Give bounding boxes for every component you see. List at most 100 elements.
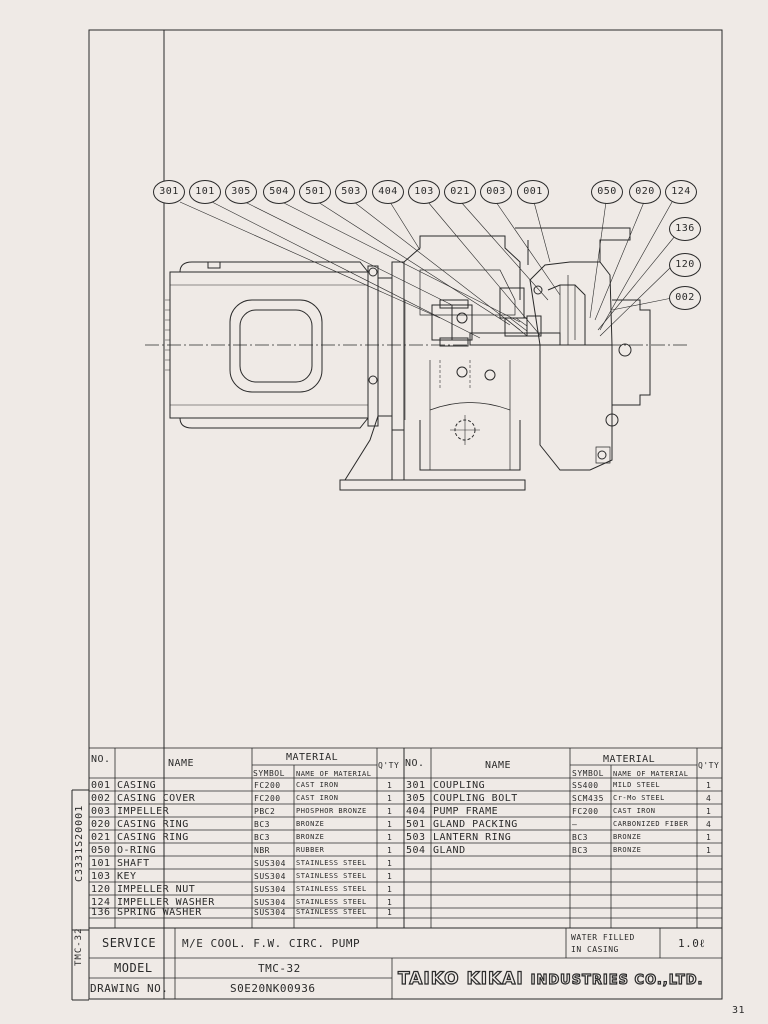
part-qty: 1 (387, 833, 393, 842)
casing (529, 261, 613, 346)
balloon-503: 503 (335, 180, 367, 204)
part-material: STAINLESS STEEL (296, 859, 367, 867)
header-material-right: MATERIAL (603, 754, 656, 765)
part-name: CASING RING (117, 832, 189, 843)
side-drawing-code: C3331S20001 (74, 804, 85, 882)
part-symbol: BC3 (572, 846, 588, 855)
terminal-box (229, 299, 323, 393)
part-qty: 1 (706, 807, 712, 816)
part-qty: 1 (387, 820, 393, 829)
header-qty-right: Q'TY (698, 761, 720, 770)
balloon-501: 501 (299, 180, 331, 204)
part-qty: 1 (706, 833, 712, 842)
base-plate (339, 479, 526, 491)
balloon-101: 101 (189, 180, 221, 204)
balloon-002: 002 (669, 286, 701, 310)
water-filled-label-1: WATER FILLED (571, 933, 635, 942)
part-material: BRONZE (613, 846, 642, 854)
part-no: 124 (91, 897, 111, 908)
part-material: STAINLESS STEEL (296, 908, 367, 916)
part-qty: 1 (706, 846, 712, 855)
part-name: CASING COVER (117, 793, 196, 804)
part-material: BRONZE (613, 833, 642, 841)
part-name: SPRING WASHER (117, 907, 202, 918)
water-filled-value: 1.0ℓ (678, 937, 706, 950)
part-qty: 1 (387, 794, 393, 803)
part-qty: 1 (387, 846, 393, 855)
part-qty: 1 (387, 908, 393, 917)
part-no: 120 (91, 884, 111, 895)
side-model: TMC-32 (74, 927, 84, 966)
part-no: 136 (91, 907, 111, 918)
water-filled-label-2: IN CASING (571, 945, 619, 954)
header-no-right: NO. (405, 758, 425, 769)
part-symbol: FC200 (572, 807, 599, 816)
part-symbol: PBC2 (254, 807, 276, 816)
balloon-003: 003 (480, 180, 512, 204)
part-symbol: FC200 (254, 794, 281, 803)
header-material-left: MATERIAL (286, 752, 339, 763)
part-material: CAST IRON (296, 794, 339, 802)
part-no: 501 (406, 819, 426, 830)
part-name: COUPLING (433, 780, 486, 791)
part-symbol: SUS304 (254, 908, 286, 917)
balloon-021: 021 (444, 180, 476, 204)
model-label: MODEL (114, 961, 153, 975)
balloon-001: 001 (517, 180, 549, 204)
service-value: M/E COOL. F.W. CIRC. PUMP (182, 937, 361, 950)
part-no: 503 (406, 832, 426, 843)
company-logo-sub: INDUSTRIES CO.,LTD. (530, 972, 704, 988)
pump-frame (403, 235, 521, 300)
part-material: CAST IRON (613, 807, 656, 815)
part-symbol: NBR (254, 846, 270, 855)
part-name: IMPELLER WASHER (117, 897, 215, 908)
header-no-left: NO. (91, 754, 111, 765)
balloon-124: 124 (665, 180, 697, 204)
part-symbol: SCM435 (572, 794, 604, 803)
part-no: 301 (406, 780, 426, 791)
part-qty: 1 (387, 885, 393, 894)
part-symbol: SUS304 (254, 872, 286, 881)
part-material: CARBONIZED FIBER (613, 820, 689, 828)
part-no: 021 (91, 832, 111, 843)
part-name: GLAND (433, 845, 466, 856)
part-no: 050 (91, 845, 111, 856)
part-name: SHAFT (117, 858, 150, 869)
drawing-no-value: S0E20NK00936 (230, 982, 316, 995)
part-no: 001 (91, 780, 111, 791)
part-material: BRONZE (296, 820, 325, 828)
part-no: 020 (91, 819, 111, 830)
part-material: MILD STEEL (613, 781, 661, 789)
part-no: 103 (91, 871, 111, 882)
part-qty: 4 (706, 820, 712, 829)
company-logo-main: TAIKO KIKAI (397, 968, 524, 989)
part-symbol: BC3 (254, 820, 270, 829)
part-qty: 1 (706, 781, 712, 790)
part-symbol: BC3 (254, 833, 270, 842)
part-symbol: SS400 (572, 781, 599, 790)
part-material: PHOSPHOR BRONZE (296, 807, 367, 815)
drawing-no-label: DRAWING NO. (90, 982, 169, 995)
balloon-301: 301 (153, 180, 185, 204)
part-no: 002 (91, 793, 111, 804)
header-qty-left: Q'TY (378, 761, 400, 770)
casing-lower (539, 345, 613, 471)
company-logo: TAIKO KIKAI INDUSTRIES CO.,LTD. (397, 968, 704, 989)
part-no: 504 (406, 845, 426, 856)
part-material: CAST IRON (296, 781, 339, 789)
header-name-of-material-left: NAME OF MATERIAL (296, 770, 372, 778)
part-name: LANTERN RING (433, 832, 512, 843)
part-material: Cr-Mo STEEL (613, 794, 665, 802)
part-name: CASING (117, 780, 157, 791)
part-name: PUMP FRAME (433, 806, 499, 817)
part-symbol: FC200 (254, 781, 281, 790)
part-no: 404 (406, 806, 426, 817)
balloon-504: 504 (263, 180, 295, 204)
part-name: O-RING (117, 845, 157, 856)
balloon-050: 050 (591, 180, 623, 204)
part-name: IMPELLER NUT (117, 884, 196, 895)
balloon-120: 120 (669, 253, 701, 277)
page-number: 31 (732, 1005, 746, 1016)
part-no: 003 (91, 806, 111, 817)
